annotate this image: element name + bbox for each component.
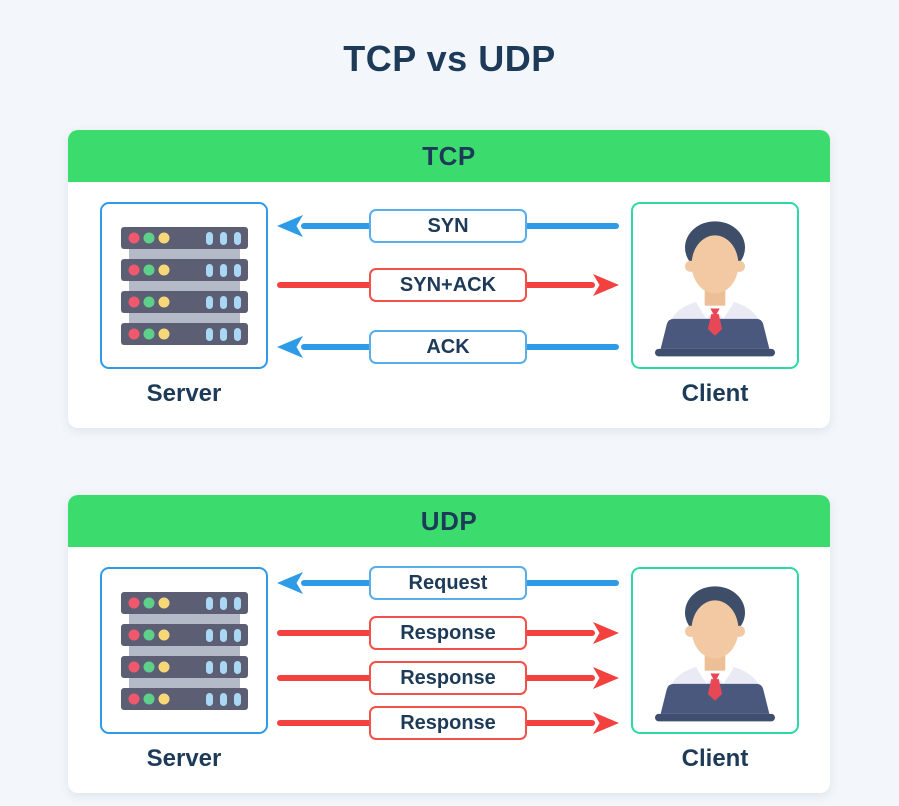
message-label-box: Response <box>369 661 527 695</box>
person-laptop-icon <box>655 220 775 356</box>
page-title: TCP vs UDP <box>343 38 556 79</box>
arrow-right-icon <box>593 274 619 296</box>
client-label: Client <box>681 745 749 772</box>
message-label-box: SYN <box>369 209 527 243</box>
message-row-response-3: Response <box>277 706 619 740</box>
message-label-box: Response <box>369 706 527 740</box>
message-row-ack: ACK <box>277 330 619 364</box>
arrow-right-icon <box>593 667 619 689</box>
arrow-left-icon <box>277 215 303 237</box>
person-laptop-icon <box>655 585 775 721</box>
message-label-box: Request <box>369 566 527 600</box>
message-row-response-1: Response <box>277 616 619 650</box>
server-rack-icon <box>120 226 248 345</box>
message-row-syn-ack: SYN+ACK <box>277 268 619 302</box>
server-box <box>100 567 268 734</box>
arrow-right-icon <box>593 712 619 734</box>
message-label-box: Response <box>369 616 527 650</box>
server-box <box>100 202 268 369</box>
tcp-panel-body: SYN SYN+ACK ACK Server Client <box>68 182 830 428</box>
client-box <box>631 202 799 369</box>
client-box <box>631 567 799 734</box>
arrow-left-icon <box>277 336 303 358</box>
udp-panel: UDP Request Response Response Response <box>68 495 830 793</box>
server-label: Server <box>146 380 222 407</box>
tcp-panel-header: TCP <box>68 130 830 182</box>
arrow-left-icon <box>277 572 303 594</box>
arrow-right-icon <box>593 622 619 644</box>
tcp-panel: TCP SYN SYN+ACK ACK Server Client <box>68 130 830 428</box>
message-row-syn: SYN <box>277 209 619 243</box>
server-label: Server <box>146 745 222 772</box>
message-label-box: SYN+ACK <box>369 268 527 302</box>
message-row-response-2: Response <box>277 661 619 695</box>
client-label: Client <box>681 380 749 407</box>
udp-panel-header: UDP <box>68 495 830 547</box>
udp-panel-body: Request Response Response Response Serve… <box>68 547 830 793</box>
message-row-request: Request <box>277 566 619 600</box>
server-rack-icon <box>120 591 248 710</box>
message-label-box: ACK <box>369 330 527 364</box>
